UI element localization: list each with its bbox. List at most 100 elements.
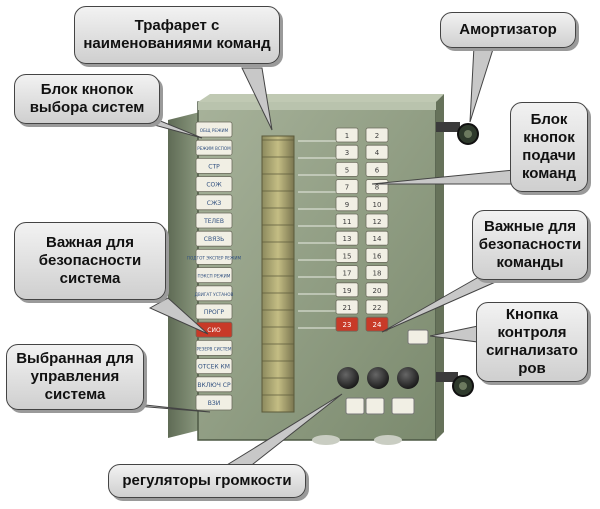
callout-line: Блок кнопок <box>40 81 134 98</box>
command-button-label: 6 <box>375 166 380 174</box>
bottom-button-1[interactable] <box>345 397 365 415</box>
callout-line: управления <box>30 368 120 385</box>
command-button[interactable]: 9 <box>335 196 359 212</box>
callout-line: регуляторы громкости <box>122 472 292 489</box>
volume-knob-2[interactable] <box>367 367 389 389</box>
volume-knob-3[interactable] <box>397 367 419 389</box>
command-button[interactable]: 17 <box>335 265 359 281</box>
system-button-label: ОБЩ РЕЖИМ <box>200 128 229 133</box>
callout-line: команд <box>521 165 577 182</box>
command-button[interactable]: 2 <box>365 127 389 143</box>
command-button[interactable]: 11 <box>335 213 359 229</box>
system-button[interactable]: ВЗИ <box>195 394 233 411</box>
system-button[interactable]: СОЖ <box>195 176 233 193</box>
command-button[interactable]: 8 <box>365 179 389 195</box>
stencil-lines <box>262 139 294 396</box>
system-button[interactable]: СВЯЗЬ <box>195 230 233 247</box>
system-button[interactable]: ПЭКСП РЕЖИМ <box>195 267 233 284</box>
command-button[interactable]: 24 <box>365 316 389 332</box>
command-button-label: 9 <box>345 201 349 209</box>
system-button-label: ВКЛЮЧ СР <box>197 382 231 389</box>
command-button[interactable]: 7 <box>335 179 359 195</box>
system-button-label: ОТСЕК КМ <box>198 364 230 371</box>
command-button[interactable]: 15 <box>335 247 359 263</box>
command-button[interactable]: 12 <box>365 213 389 229</box>
system-button[interactable]: ВКЛЮЧ СР <box>195 376 233 393</box>
bottom-button-3[interactable] <box>391 397 415 415</box>
callout-line: контроля <box>497 324 567 341</box>
command-button-label: 14 <box>373 235 382 243</box>
command-button[interactable]: 18 <box>365 265 389 281</box>
volume-knob-1[interactable] <box>337 367 359 389</box>
command-button-label: 18 <box>373 270 382 278</box>
system-button-label: ДВИГАТ УСТАНОВ <box>195 292 234 297</box>
command-stencil-strip <box>261 135 295 413</box>
callout-line: Амортизатор <box>459 21 557 38</box>
callout-line: система <box>59 270 121 287</box>
command-button[interactable]: 10 <box>365 196 389 212</box>
callout-line: Кнопка <box>505 306 559 323</box>
command-button[interactable]: 16 <box>365 247 389 263</box>
callout-line: Блок <box>530 111 568 128</box>
command-button-label: 7 <box>345 184 349 192</box>
system-button-label: ПРОГР <box>204 309 225 316</box>
system-button[interactable]: СЖЗ <box>195 194 233 211</box>
bottom-button-2[interactable] <box>365 397 385 415</box>
command-button[interactable]: 23 <box>335 316 359 332</box>
system-button[interactable]: ПРОГР <box>195 303 233 320</box>
system-button-label: ТЕЛЕВ <box>203 218 224 225</box>
command-button[interactable]: 1 <box>335 127 359 143</box>
callout-line: сигнализато <box>486 342 578 359</box>
command-button[interactable]: 22 <box>365 299 389 315</box>
command-button-label: 10 <box>373 201 382 209</box>
system-button-label: ПОДГОТ ЭКСПЕР РЕЖИМ <box>187 255 242 260</box>
command-button[interactable]: 19 <box>335 282 359 298</box>
system-button[interactable]: ПОДГОТ ЭКСПЕР РЕЖИМ <box>187 248 242 265</box>
system-button-label: ПЭКСП РЕЖИМ <box>198 274 231 279</box>
command-button[interactable]: 3 <box>335 144 359 160</box>
system-button-label: РЕЖИМ ВСПОМ <box>197 146 231 151</box>
command-button-label: 1 <box>345 132 349 140</box>
system-button[interactable]: ОТСЕК КМ <box>195 358 233 375</box>
callout-line: Важная для <box>46 234 134 251</box>
system-button[interactable]: ТЕЛЕВ <box>195 212 233 229</box>
callout-line: Трафарет с <box>134 17 220 34</box>
system-button-label: РЕЗЕРВ СИСТЕМ <box>196 346 231 351</box>
command-button[interactable]: 6 <box>365 161 389 177</box>
command-button[interactable]: 4 <box>365 144 389 160</box>
callout-line: система <box>44 386 106 403</box>
command-button[interactable]: 13 <box>335 230 359 246</box>
command-button[interactable]: 14 <box>365 230 389 246</box>
system-button[interactable]: ОБЩ РЕЖИМ <box>195 121 233 138</box>
system-button-label: СИО <box>207 327 221 334</box>
callout-line: кнопок <box>523 129 575 146</box>
command-button-label: 5 <box>345 166 349 174</box>
system-button[interactable]: ДВИГАТ УСТАНОВ <box>195 285 234 302</box>
system-button[interactable]: СТР <box>195 157 233 174</box>
command-button-label: 3 <box>345 149 349 157</box>
callout-line: команды <box>496 254 564 271</box>
callout-line: выбора систем <box>29 99 145 116</box>
command-button-label: 22 <box>373 304 382 312</box>
system-button[interactable]: РЕЗЕРВ СИСТЕМ <box>195 339 233 356</box>
signal-test-button[interactable] <box>407 329 429 345</box>
system-button[interactable]: РЕЖИМ ВСПОМ <box>195 139 233 156</box>
command-button[interactable]: 5 <box>335 161 359 177</box>
command-guide-lines <box>298 140 336 329</box>
system-button[interactable]: СИО <box>195 321 233 338</box>
command-button-label: 20 <box>373 287 382 295</box>
callout-line: безопасности <box>38 252 142 269</box>
command-button-label: 16 <box>373 252 382 260</box>
command-button[interactable]: 20 <box>365 282 389 298</box>
system-button-label: СЖЗ <box>207 200 222 207</box>
command-button[interactable]: 21 <box>335 299 359 315</box>
system-button-label: ВЗИ <box>208 400 220 407</box>
